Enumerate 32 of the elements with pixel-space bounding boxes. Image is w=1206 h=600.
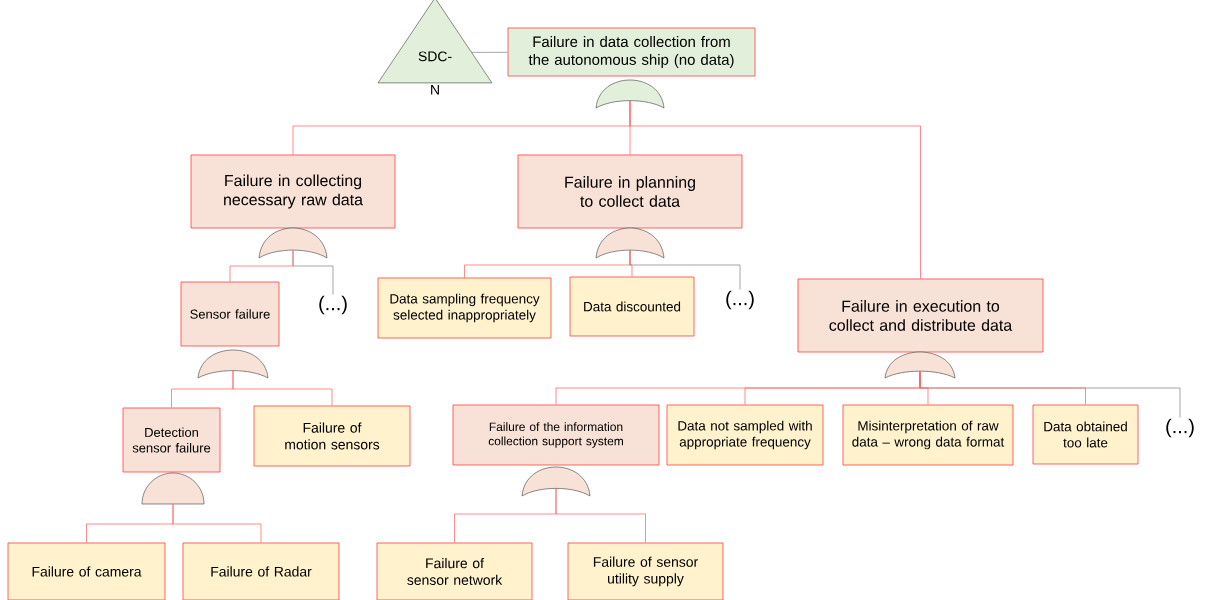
or-gate bbox=[595, 227, 665, 259]
event-box: Failure of sensor network bbox=[376, 542, 533, 600]
event-box: Data not sampled with appropriate frequency bbox=[666, 404, 824, 466]
or-gate bbox=[521, 466, 591, 497]
event-box: Failure of sensor utility supply bbox=[567, 542, 724, 600]
connector-line bbox=[229, 249, 294, 282]
event-box: Data sampling frequency selected inappropriately bbox=[377, 277, 552, 339]
or-gate bbox=[197, 349, 269, 379]
event-box: Data obtained too late bbox=[1032, 404, 1139, 465]
event-box: Failure in data collection from the autonomous ship (no data) bbox=[507, 27, 756, 77]
ellipsis-text: (...) bbox=[1166, 418, 1194, 438]
event-box: Failure of Radar bbox=[182, 542, 340, 600]
connector-line bbox=[629, 249, 633, 277]
transfer-triangle: SDC- N bbox=[377, 0, 493, 95]
ellipsis-text: (...) bbox=[726, 290, 754, 310]
node-label: N bbox=[431, 85, 439, 95]
connector-line bbox=[471, 51, 508, 53]
connector-line bbox=[172, 503, 262, 543]
event-box: Sensor failure bbox=[180, 281, 280, 347]
connector-line bbox=[232, 370, 333, 406]
or-gate bbox=[258, 227, 328, 259]
event-box: Misinterpretation of raw data – wrong data format bbox=[842, 404, 1014, 466]
connector-line bbox=[629, 100, 921, 279]
ellipsis-text: (...) bbox=[319, 295, 347, 315]
or-gate bbox=[884, 351, 956, 379]
event-box: Failure of camera bbox=[7, 542, 166, 600]
event-box: Data discounted bbox=[569, 276, 695, 337]
and-gate bbox=[141, 472, 205, 505]
connector-line bbox=[555, 488, 646, 543]
or-gate bbox=[595, 79, 665, 109]
connector-line bbox=[919, 371, 1086, 405]
event-box: Failure of motion sensors bbox=[253, 405, 411, 467]
